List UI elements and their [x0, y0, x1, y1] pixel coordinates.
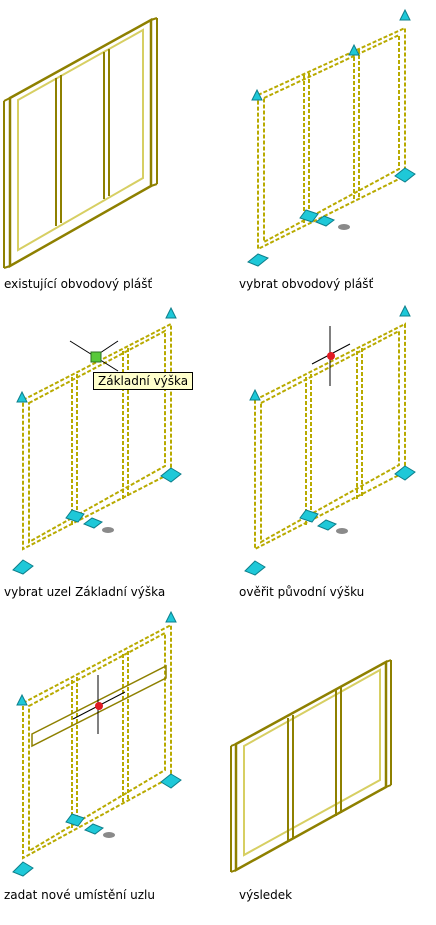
grips-step4[interactable]	[244, 304, 416, 576]
height-node-marker[interactable]	[311, 326, 351, 386]
new-node-marker[interactable]	[72, 675, 126, 734]
curtain-wall-selected	[257, 26, 406, 251]
base-height-tooltip: Základní výška	[93, 372, 194, 390]
grips-step2[interactable]	[247, 8, 416, 267]
caption-step6: výsledek	[239, 888, 293, 902]
curtain-wall-verify	[254, 322, 406, 551]
caption-step4: ověřit původní výšku	[239, 585, 365, 599]
caption-step3: vybrat uzel Základní výška	[4, 585, 166, 599]
grips-step3[interactable]	[12, 306, 182, 575]
caption-step2: vybrat obvodový plášť	[239, 277, 374, 291]
caption-step5: zadat nové umístění uzlu	[4, 888, 155, 902]
base-height-grip[interactable]	[90, 351, 102, 363]
grips-step5[interactable]	[12, 610, 182, 877]
curtain-wall-result	[230, 659, 392, 873]
curtain-wall-existing	[3, 17, 158, 269]
curtain-wall-new-node	[22, 623, 172, 860]
caption-step1: existující obvodový plášť	[4, 277, 153, 291]
new-height-line	[31, 664, 167, 748]
